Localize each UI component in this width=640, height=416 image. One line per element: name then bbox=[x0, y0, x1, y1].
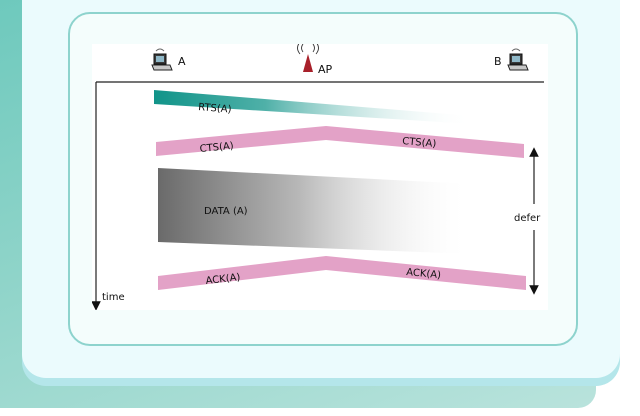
laptop-a-icon bbox=[151, 48, 173, 71]
slide-frame: A AP B time bbox=[68, 12, 578, 346]
rts-cts-diagram: A AP B time bbox=[92, 44, 544, 310]
ack-band bbox=[158, 256, 526, 290]
ack-label-left: ACK(A) bbox=[205, 272, 241, 287]
node-ap-label: AP bbox=[318, 63, 333, 76]
defer-label: defer bbox=[514, 213, 541, 224]
node-a-label: A bbox=[178, 55, 186, 68]
time-label: time bbox=[102, 292, 125, 303]
data-label: DATA (A) bbox=[204, 206, 248, 217]
ack-label-right: ACK(A) bbox=[406, 267, 442, 281]
rts-label: RTS(A) bbox=[198, 102, 232, 116]
node-b-label: B bbox=[494, 55, 502, 68]
rts-band bbox=[154, 90, 472, 124]
laptop-b-icon bbox=[507, 48, 529, 71]
slide-content: A AP B time bbox=[92, 44, 548, 310]
cts-label-right: CTS(A) bbox=[402, 136, 437, 150]
cts-band bbox=[156, 126, 524, 158]
cts-label-left: CTS(A) bbox=[199, 141, 234, 155]
data-band bbox=[158, 168, 472, 254]
access-point-icon bbox=[297, 44, 319, 72]
